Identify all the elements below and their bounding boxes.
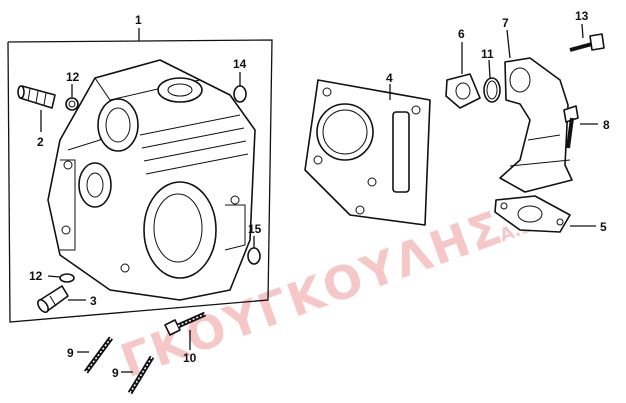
callout-12-lower: 12: [29, 269, 43, 283]
callout-8: 8: [603, 118, 610, 132]
o-ring-12-upper: [65, 84, 79, 111]
assembly-bracket-1: [7, 28, 273, 323]
intake-gasket-5: [494, 195, 596, 233]
stud-bolt-9a: [77, 336, 114, 374]
plug-14: [233, 72, 247, 103]
valve-guide-pin: [17, 85, 56, 132]
callout-10: 10: [183, 351, 197, 365]
stud-bolt-9b: [121, 355, 155, 395]
callout-1: 1: [135, 13, 142, 27]
callout-2: 2: [37, 135, 44, 149]
o-ring-12-lower: [47, 273, 75, 283]
intake-pipe-7: [499, 29, 573, 193]
screw-8: [563, 105, 598, 149]
callout-5: 5: [600, 220, 607, 234]
callout-7: 7: [502, 16, 509, 30]
o-ring-11: [483, 59, 501, 103]
callout-14: 14: [233, 57, 247, 71]
callout-9b: 9: [112, 366, 119, 380]
head-gasket: [304, 79, 431, 226]
callout-11: 11: [481, 47, 494, 61]
callout-9a: 9: [67, 346, 74, 360]
callout-6: 6: [458, 27, 465, 41]
callout-3: 3: [90, 294, 97, 308]
callout-4: 4: [386, 71, 393, 85]
callout-12-upper: 12: [66, 70, 80, 84]
callout-13: 13: [575, 9, 589, 23]
intake-insulator-6: [445, 42, 481, 109]
cylinder-head: [47, 59, 256, 301]
bolt-13: [569, 23, 605, 52]
plug-15: [247, 236, 261, 265]
callout-15: 15: [248, 222, 262, 236]
dowel-pin: [37, 285, 86, 313]
flange-bolt-10: [164, 311, 207, 350]
